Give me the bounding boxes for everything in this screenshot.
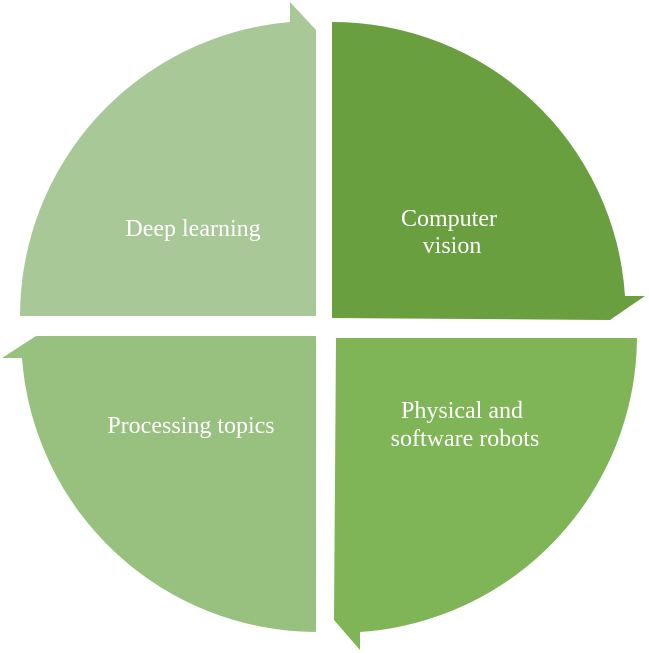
label-processing-topics: Processing topics [107, 413, 274, 439]
label-physical-software-robots: Physical and software robots [391, 398, 540, 452]
segment-computer-vision [332, 21, 645, 320]
label-deep-learning: Deep learning [125, 216, 260, 242]
label-robots-line-2: software robots [391, 426, 540, 452]
segment-processing-topics [2, 336, 316, 632]
label-computer-vision: Computer vision [401, 206, 503, 259]
label-computer-vision-line-1: Computer [401, 206, 497, 232]
label-robots-line-1: Physical and [401, 398, 523, 424]
label-computer-vision-line-2: vision [423, 233, 482, 259]
segment-physical-software-robots [334, 338, 637, 650]
segment-deep-learning [19, 2, 316, 316]
